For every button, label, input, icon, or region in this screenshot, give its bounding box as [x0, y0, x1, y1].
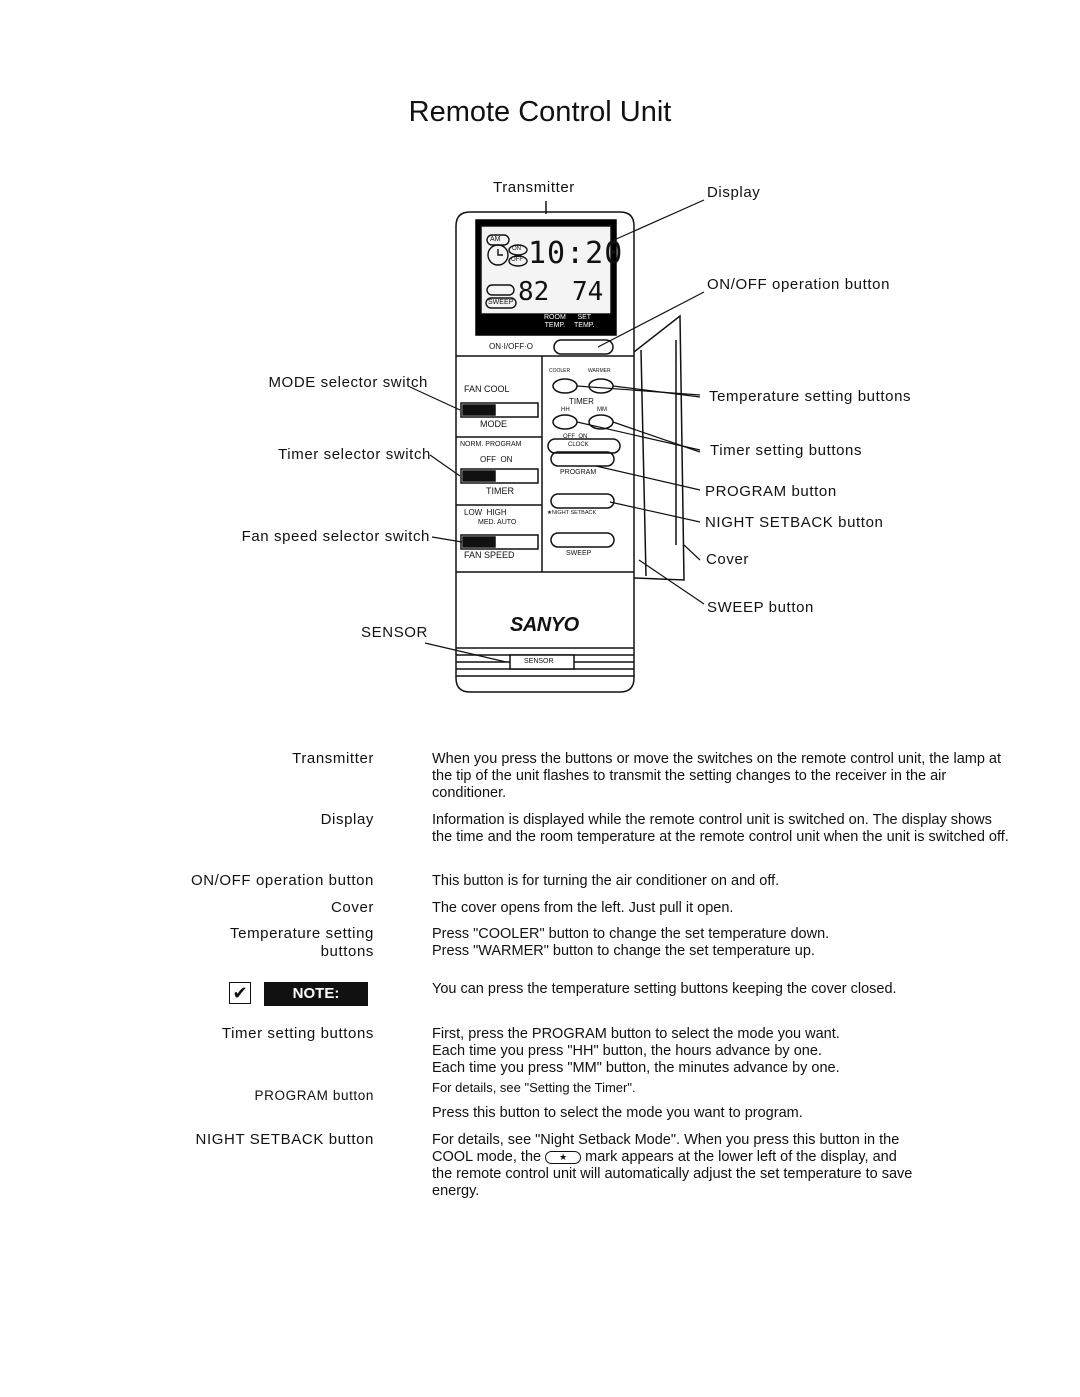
- desc-temperature-line-2: Press "WARMER" button to change the set …: [432, 943, 815, 959]
- desc-timer-line-4: For details, see "Setting the Timer".: [432, 1080, 636, 1095]
- desc-night-line-3: the remote control unit will automatical…: [432, 1166, 913, 1182]
- unit-off-on-clock-label: OFF ON: [563, 434, 588, 440]
- unit-sensor-label: SENSOR: [524, 658, 554, 665]
- lcd-sweep-label: SWEEP: [488, 299, 514, 306]
- callout-timer-switch: Timer selector switch: [278, 446, 431, 463]
- term-transmitter: Transmitter: [292, 750, 374, 767]
- desc-note: You can press the temperature setting bu…: [432, 981, 897, 997]
- unit-med-auto-label: MED. AUTO: [478, 519, 517, 526]
- hh-button-shape: [552, 414, 578, 430]
- timer-switch-shape: [460, 468, 539, 484]
- callout-timer-buttons: Timer setting buttons: [710, 442, 863, 459]
- note-badge: NOTE:: [264, 982, 368, 1006]
- desc-temperature: Press "COOLER" button to change the set …: [432, 926, 1012, 960]
- desc-night-setback: For details, see "Night Setback Mode". W…: [432, 1132, 1012, 1200]
- desc-night-line-1: For details, see "Night Setback Mode". W…: [432, 1132, 900, 1148]
- unit-timer-switch-label: TIMER: [486, 486, 514, 496]
- callout-onoff-button: ON/OFF operation button: [707, 276, 891, 293]
- night-setback-mark-icon: ★: [545, 1150, 582, 1164]
- term-cover: Cover: [330, 899, 374, 916]
- unit-warmer-label: WARMER: [588, 368, 611, 374]
- term-onoff: ON/OFF operation button: [190, 872, 374, 889]
- term-temperature-line-1: Temperature setting: [230, 925, 374, 942]
- note-check-icon: ✔: [229, 982, 251, 1004]
- desc-timer-line-3: Each time you press "MM" button, the min…: [432, 1060, 840, 1076]
- unit-fan-speed-label: FAN SPEED: [464, 550, 515, 560]
- desc-night-line-4: energy.: [432, 1183, 480, 1199]
- lcd-time: 10:20: [528, 236, 624, 271]
- desc-transmitter: When you press the buttons or move the s…: [432, 751, 1002, 801]
- unit-night-setback-label: ★NIGHT SETBACK: [547, 510, 597, 516]
- callout-sweep-button: SWEEP button: [707, 599, 814, 616]
- desc-night-line-2a: COOL mode, the: [432, 1149, 542, 1165]
- cover-panel: [633, 314, 685, 581]
- callout-program-button: PROGRAM button: [705, 483, 837, 500]
- lcd-room-temp: 82: [518, 277, 550, 307]
- unit-clock-label: CLOCK: [568, 442, 589, 448]
- callout-mode-switch: MODE selector switch: [268, 374, 428, 391]
- desc-cover: The cover opens from the left. Just pull…: [432, 900, 734, 916]
- warmer-button-shape: [588, 378, 614, 394]
- term-program: PROGRAM button: [254, 1088, 374, 1103]
- unit-onoff-label: ON·I/OFF·O: [489, 342, 533, 351]
- unit-low-high-label: LOW HIGH: [464, 508, 507, 517]
- remote-body: [455, 211, 635, 693]
- unit-mm-label: MM: [597, 407, 607, 413]
- callout-night-setback-button: NIGHT SETBACK button: [705, 514, 884, 531]
- sweep-button-shape: [550, 532, 615, 548]
- callout-temperature-buttons: Temperature setting buttons: [709, 388, 912, 405]
- lcd-on-label: ON: [512, 246, 521, 252]
- onoff-button-shape: [553, 339, 614, 355]
- unit-hh-label: HH: [561, 407, 570, 413]
- mode-switch-shape: [460, 402, 539, 418]
- unit-mode-label: MODE: [480, 419, 507, 429]
- desc-timer: First, press the PROGRAM button to selec…: [432, 1026, 1012, 1096]
- unit-sweep-label: SWEEP: [566, 550, 592, 557]
- unit-timer-buttons-label: TIMER: [569, 397, 594, 406]
- unit-norm-program-label: NORM. PROGRAM: [460, 441, 522, 448]
- program-button-shape: [550, 451, 615, 467]
- unit-program-label: PROGRAM: [560, 469, 597, 476]
- callout-fan-switch: Fan speed selector switch: [241, 528, 430, 545]
- unit-fan-cool-label: FAN COOL: [464, 384, 510, 394]
- page-title: Remote Control Unit: [408, 96, 672, 128]
- desc-timer-line-2: Each time you press "HH" button, the hou…: [432, 1043, 822, 1059]
- term-display: Display: [320, 811, 374, 828]
- lcd-set-temp: 74: [572, 277, 604, 307]
- unit-off-on-label: OFF ON: [480, 455, 513, 464]
- lcd-am-label: AM: [490, 236, 501, 243]
- desc-onoff: This button is for turning the air condi…: [432, 873, 780, 889]
- term-timer: Timer setting buttons: [221, 1025, 374, 1042]
- unit-cooler-label: COOLER: [549, 368, 571, 374]
- term-temperature-line-2: buttons: [320, 943, 374, 960]
- callout-transmitter: Transmitter: [493, 179, 575, 196]
- callout-display: Display: [707, 184, 761, 201]
- desc-display: Information is displayed while the remot…: [432, 812, 1009, 845]
- term-temperature: Temperature setting buttons: [150, 925, 374, 961]
- remote-control-diagram: [409, 199, 705, 693]
- desc-night-line-2: COOL mode, the ★ mark appears at the low…: [432, 1149, 1012, 1166]
- cooler-button-shape: [552, 378, 578, 394]
- desc-timer-line-1: First, press the PROGRAM button to selec…: [432, 1026, 840, 1042]
- lcd-off-label: OFF: [511, 257, 523, 263]
- sensor-window-shape: [509, 654, 575, 670]
- note-badge-label: NOTE:: [292, 985, 340, 1002]
- night-setback-button-shape: [550, 493, 615, 509]
- clock-button-shape: [547, 438, 621, 454]
- callout-cover: Cover: [706, 551, 750, 568]
- callout-sensor: SENSOR: [361, 624, 428, 641]
- desc-night-line-2b: mark appears at the lower left of the di…: [585, 1149, 897, 1165]
- desc-program: Press this button to select the mode you…: [432, 1105, 803, 1121]
- desc-temperature-line-1: Press "COOLER" button to change the set …: [432, 926, 830, 942]
- term-night-setback: NIGHT SETBACK button: [195, 1131, 374, 1148]
- brand-logo: SANYO: [510, 614, 579, 636]
